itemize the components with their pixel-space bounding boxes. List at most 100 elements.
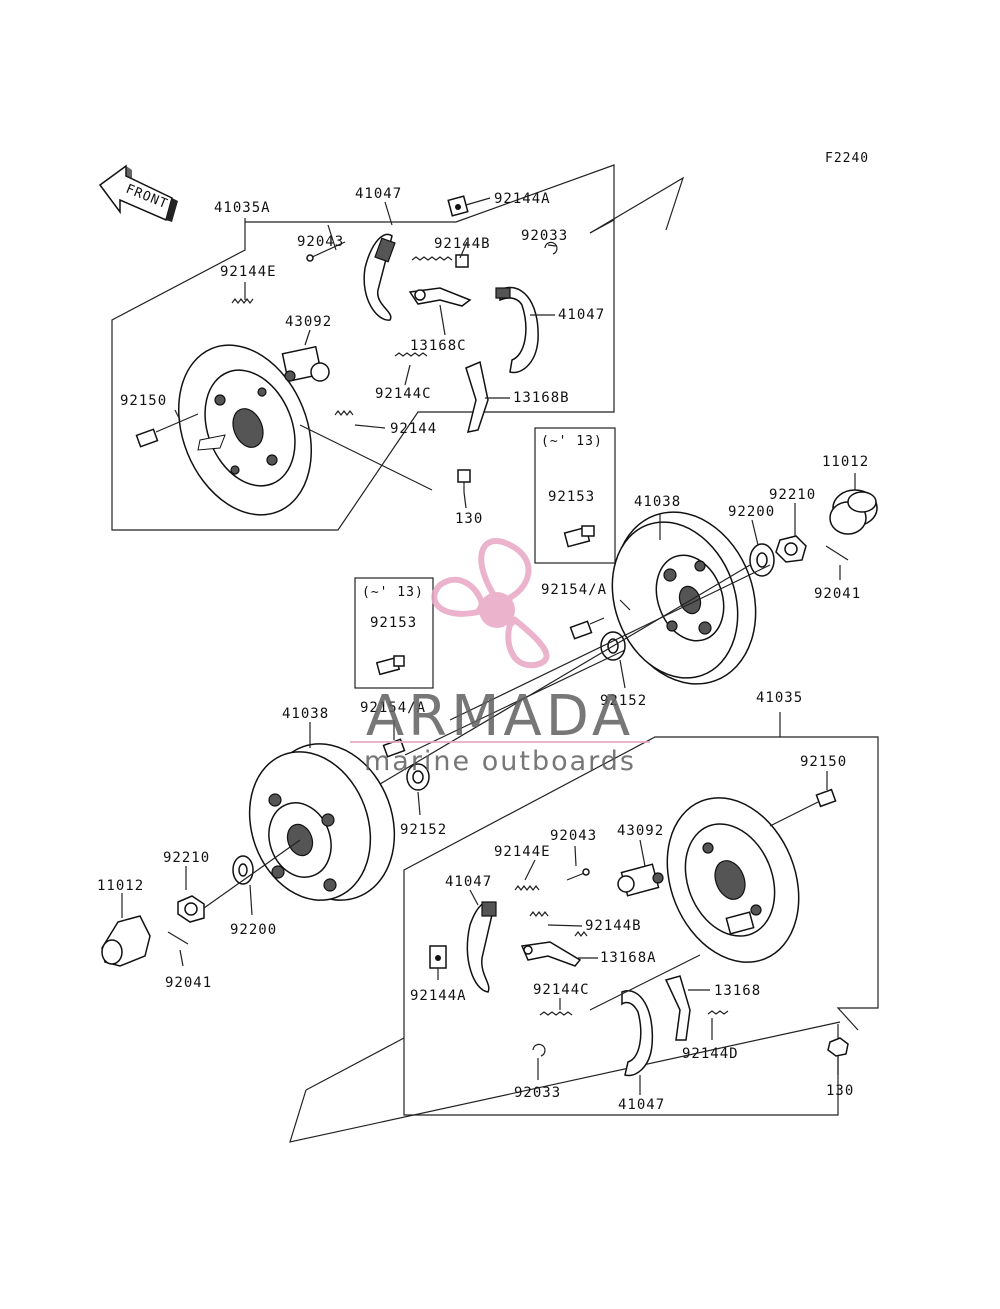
label-lower-drum: 41038 <box>282 706 329 722</box>
lower-bolt <box>769 788 837 827</box>
upper-spring-a <box>447 195 469 217</box>
label-upper-brake-panel: 41035A <box>214 200 271 216</box>
label-upper-circlip: 92033 <box>521 228 568 244</box>
lower-brake-drum <box>248 743 396 901</box>
label-upper-nut: 92210 <box>769 487 816 503</box>
label-lower-seal: 11012 <box>97 878 144 894</box>
label-upper-pin: 92043 <box>297 234 344 250</box>
label-lower-bolt: 92150 <box>800 754 847 770</box>
lower-assembly-frame <box>289 712 879 1143</box>
label-upper-lever-c: 13168C <box>410 338 467 354</box>
lower-wheel-cylinder <box>617 863 664 897</box>
label-upper-drum-bolt-a: 92154/A <box>541 582 607 598</box>
label-lower-lever: 13168 <box>714 983 761 999</box>
upper-drum-bolt-a <box>569 617 605 640</box>
label-upper-lever-b: 13168B <box>513 390 570 406</box>
label-upper-bleed: 130 <box>455 511 483 527</box>
label-lower-bleed: 130 <box>826 1083 854 1099</box>
label-lower-wheel-cylinder: 43092 <box>617 823 664 839</box>
lower-spring-c <box>539 1011 573 1016</box>
lower-cotter-pin <box>167 931 189 945</box>
upper-drum-bolt <box>563 525 595 548</box>
lower-bleed-screw <box>827 1037 849 1057</box>
lower-note-box <box>354 577 434 689</box>
figure-code: F2240 <box>825 151 869 166</box>
lower-seal <box>101 915 151 967</box>
lower-spring-e <box>514 885 540 891</box>
label-lower-shoe-bottom: 41047 <box>618 1097 665 1113</box>
propeller-logo-icon <box>431 538 550 669</box>
lower-spring-a <box>429 945 447 969</box>
label-upper-cotter: 92041 <box>814 586 861 602</box>
label-lower-spring-c: 92144C <box>533 982 590 998</box>
label-upper-bolt: 92150 <box>120 393 167 409</box>
lower-nut <box>177 895 205 923</box>
lower-lever <box>664 975 691 1041</box>
upper-bolt <box>135 413 199 448</box>
label-upper-ring: 92152 <box>600 693 647 709</box>
lower-spring-d <box>707 1010 729 1015</box>
label-upper-drum-bolt: 92153 <box>548 489 595 505</box>
lower-brake-panel <box>666 797 800 963</box>
lower-brake-shoe-left <box>466 901 497 993</box>
label-lower-cotter: 92041 <box>165 975 212 991</box>
upper-leader-lines <box>174 197 557 509</box>
upper-brake-shoe-right <box>495 286 539 374</box>
label-upper-washer: 92200 <box>728 504 775 520</box>
front-arrow-icon: FRONT <box>98 164 178 222</box>
label-upper-wheel-cylinder: 43092 <box>285 314 332 330</box>
label-lower-lever-a: 13168A <box>600 950 657 966</box>
label-upper-shoe-right: 41047 <box>558 307 605 323</box>
label-upper-drum: 41038 <box>634 494 681 510</box>
label-upper-spring-c: 92144C <box>375 386 432 402</box>
lower-lever-a <box>520 941 582 967</box>
label-lower-pin: 92043 <box>550 828 597 844</box>
label-lower-spring-d: 92144D <box>682 1046 739 1062</box>
label-lower-spring-e: 92144E <box>494 844 551 860</box>
label-lower-drum-bolt-a: 92154/A <box>360 700 426 716</box>
label-upper-spring-b: 92144B <box>434 236 491 252</box>
lower-leader-lines <box>437 771 839 1095</box>
lower-ring <box>406 763 430 791</box>
upper-cotter-pin <box>825 545 849 561</box>
upper-note-box <box>534 427 616 564</box>
label-lower-circlip: 92033 <box>514 1085 561 1101</box>
label-lower-shoe-left: 41047 <box>445 874 492 890</box>
lower-circlip-icon <box>532 1043 546 1057</box>
lower-brake-shoe-bottom <box>621 990 654 1077</box>
label-upper-spring-a: 92144A <box>494 191 551 207</box>
upper-lever-c <box>408 287 472 307</box>
upper-brake-drum <box>611 511 757 685</box>
label-lower-washer: 92200 <box>230 922 277 938</box>
upper-spring-c <box>394 352 428 357</box>
label-lower-drum-bolt: 92153 <box>370 615 417 631</box>
label-upper-spring: 92144 <box>390 421 437 437</box>
label-lower-ring: 92152 <box>400 822 447 838</box>
upper-brake-shoe-top <box>363 233 396 321</box>
watermark-brand: ARMADA <box>366 684 634 749</box>
watermark-tagline: marine outboards <box>364 746 636 777</box>
upper-bleed-screw <box>457 469 471 492</box>
upper-assembly-frame <box>111 164 685 531</box>
upper-nut <box>775 535 807 563</box>
upper-circlip-icon <box>544 241 558 255</box>
label-upper-seal: 11012 <box>822 454 869 470</box>
upper-spring-b <box>411 254 469 268</box>
upper-spring <box>334 410 354 416</box>
lower-spring-b <box>529 911 549 917</box>
label-upper-shoe-top: 41047 <box>355 186 402 202</box>
upper-lever-b <box>465 360 489 433</box>
upper-seal <box>829 489 878 535</box>
label-upper-spring-e: 92144E <box>220 264 277 280</box>
lower-drum-leaders <box>121 720 421 967</box>
upper-pin <box>309 241 346 259</box>
upper-note: (~' 13) <box>541 434 603 449</box>
armada-watermark: ARMADA marine outboards <box>350 538 650 777</box>
upper-spring-e <box>231 298 254 304</box>
lower-drum-bolt <box>375 655 405 676</box>
label-lower-spring-a: 92144A <box>410 988 467 1004</box>
lower-note: (~' 13) <box>362 585 424 600</box>
upper-washer <box>749 543 775 577</box>
